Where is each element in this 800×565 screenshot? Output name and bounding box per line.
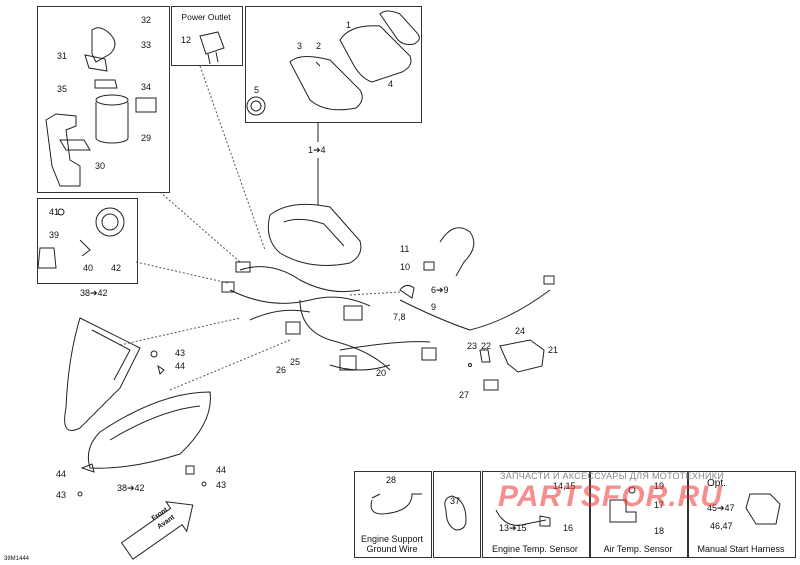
callout-29: 29 <box>141 133 152 143</box>
callout-32: 32 <box>141 15 152 25</box>
callout-19: 19 <box>654 481 665 491</box>
manual-start-harness-drawing <box>745 493 781 525</box>
callout-33: 33 <box>141 40 152 50</box>
bulb-assembly-drawing <box>37 207 125 269</box>
power-outlet-box <box>171 6 243 66</box>
callout-41: 41 <box>49 207 60 217</box>
callout-28: 28 <box>386 475 397 485</box>
wire-harness-drawing <box>221 261 555 371</box>
callout-21: 21 <box>548 345 559 355</box>
callout-23: 23 <box>467 341 478 351</box>
callout-20: 20 <box>376 368 387 378</box>
callout-44-upper: 44 <box>175 361 186 371</box>
callout-38-to-42-top: 38➔42 <box>80 288 108 298</box>
callout-26: 26 <box>276 365 287 375</box>
manual-start-box <box>688 471 796 558</box>
gauge-box <box>245 6 422 123</box>
callout-24: 24 <box>515 326 526 336</box>
battery-assembly-drawing <box>45 27 157 187</box>
battery-box <box>37 6 170 193</box>
callout-39: 39 <box>49 230 60 240</box>
power-outlet-drawing <box>199 31 225 65</box>
gasket-drawing <box>444 495 467 531</box>
callout-34: 34 <box>141 82 152 92</box>
instrument-parts-drawing <box>246 10 420 116</box>
callout-16: 16 <box>563 523 574 533</box>
callout-5: 5 <box>254 85 260 95</box>
callout-44-right: 44 <box>216 465 227 475</box>
engine-temp-box <box>482 471 590 558</box>
callout-1-to-4: 1➔4 <box>308 145 326 155</box>
callout-27: 27 <box>459 390 470 400</box>
callout-31: 31 <box>57 51 68 61</box>
callout-40: 40 <box>83 263 94 273</box>
callout-9: 9 <box>431 302 437 312</box>
opt-label: Opt. <box>707 478 726 489</box>
watermark-logo: PARTSFOR.RU <box>498 480 723 513</box>
callout-17: 17 <box>654 500 665 510</box>
air-temp-caption: Air Temp. Sensor <box>603 544 673 554</box>
callout-43-left: 43 <box>56 490 67 500</box>
front-arrow <box>120 501 194 560</box>
bulb-box <box>37 198 138 284</box>
callout-45-to-47: 45➔47 <box>707 503 735 513</box>
callout-37: 37 <box>450 496 461 506</box>
callout-10: 10 <box>400 262 411 272</box>
callout-30: 30 <box>95 161 106 171</box>
callout-3: 3 <box>297 41 303 51</box>
callout-11: 11 <box>400 244 410 254</box>
callout-4: 4 <box>388 79 394 89</box>
callout-35: 35 <box>57 84 68 94</box>
callout-43-right: 43 <box>216 480 227 490</box>
headlight-lens-drawing <box>77 391 211 497</box>
ground-wire-drawing <box>370 493 422 515</box>
sensor-bracket-drawing <box>468 339 545 391</box>
callout-13-to-15: 13➔15 <box>499 523 527 533</box>
tether-cord-drawing <box>399 227 475 299</box>
callout-18: 18 <box>654 526 665 536</box>
document-id: 38M1444 <box>4 556 30 562</box>
manual-start-caption: Manual Start Harness <box>697 544 785 554</box>
air-temp-box <box>590 471 688 558</box>
callout-38-to-42-bottom: 38➔42 <box>117 483 145 493</box>
callout-6-to-9: 6➔9 <box>431 285 449 295</box>
callout-1: 1 <box>346 20 352 30</box>
gasket-box <box>433 471 481 558</box>
callout-43-upper: 43 <box>175 348 186 358</box>
engine-support-caption: Engine Support Ground Wire <box>360 534 424 554</box>
engine-temp-sensor-drawing <box>495 509 551 527</box>
callout-46-47: 46,47 <box>710 521 733 531</box>
power-outlet-title: Power Outlet <box>181 12 231 22</box>
headlight-housing-drawing <box>64 317 165 431</box>
watermark-tagline: ЗАПЧАСТИ И АКСЕССУАРЫ ДЛЯ МОТОТЕХНИКИ <box>500 471 725 481</box>
callout-2: 2 <box>316 41 322 51</box>
callout-14-15: 14,15 <box>553 481 576 491</box>
engine-support-box <box>354 471 432 558</box>
callout-22: 22 <box>481 341 492 351</box>
callout-44-left: 44 <box>56 469 67 479</box>
callout-12: 12 <box>181 35 192 45</box>
instrument-cluster-drawing <box>267 203 362 266</box>
callout-42: 42 <box>111 263 122 273</box>
air-temp-sensor-drawing <box>609 486 637 523</box>
engine-temp-caption: Engine Temp. Sensor <box>492 544 578 554</box>
callout-7-8: 7,8 <box>393 312 406 322</box>
callout-25: 25 <box>290 357 301 367</box>
